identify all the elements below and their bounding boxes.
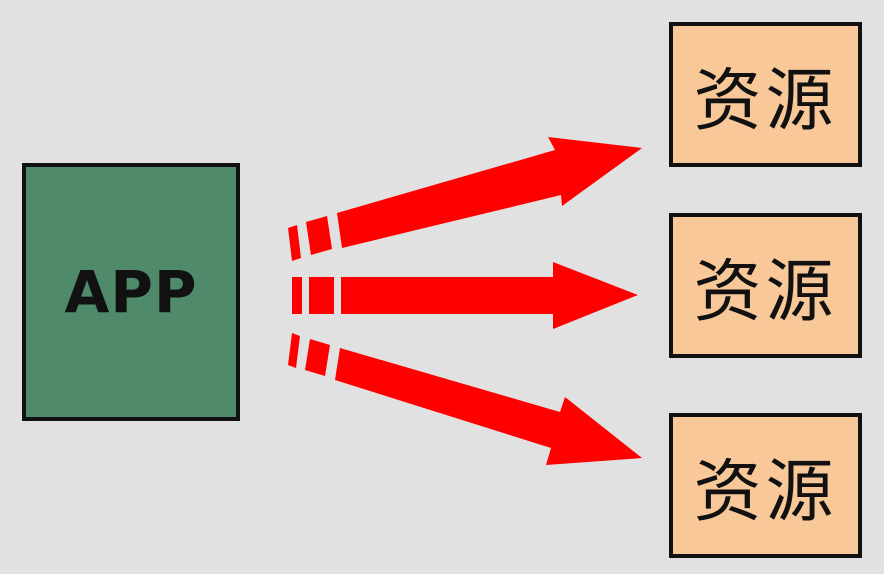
resource-box-2: 资源	[669, 213, 862, 358]
resource-label-2: 资源	[693, 253, 838, 332]
arrow-3-shaft-head	[335, 348, 642, 465]
resource-label-3: 资源	[693, 453, 838, 532]
resource-box-3: 资源	[669, 413, 862, 558]
resource-label-1: 资源	[693, 62, 838, 141]
app-box: APP	[22, 163, 240, 421]
arrow-3-dash-2	[305, 339, 330, 376]
arrow-1-dash-1	[288, 225, 301, 261]
arrow-3-dash-1	[288, 333, 300, 368]
arrow-to-resource-3	[288, 333, 642, 465]
resource-box-1: 资源	[669, 22, 862, 167]
arrow-2-dash-1	[292, 277, 302, 314]
arrow-2-dash-2	[309, 277, 334, 314]
arrow-1-shaft-head	[337, 137, 642, 248]
app-label: APP	[64, 258, 198, 326]
arrow-to-resource-1	[288, 137, 642, 261]
arrow-to-resource-2	[292, 262, 638, 329]
arrow-1-dash-2	[306, 216, 332, 255]
arrow-2-shaft-head	[341, 262, 638, 329]
